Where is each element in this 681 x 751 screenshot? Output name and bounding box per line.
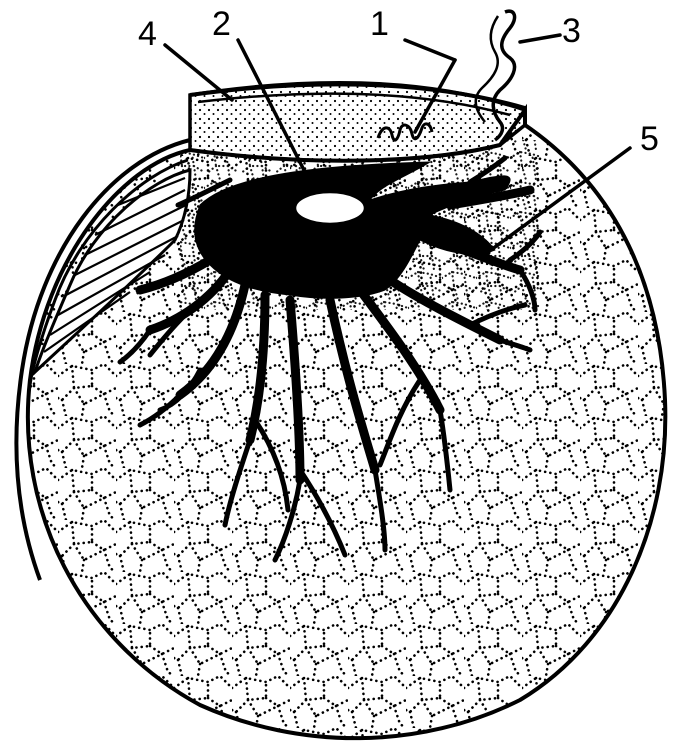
- callout-5: 5: [640, 120, 659, 158]
- callout-2: 2: [212, 5, 231, 43]
- germinal-cylinder: [190, 83, 525, 161]
- callout-4: 4: [138, 15, 157, 53]
- callout-3: 3: [562, 12, 581, 50]
- blastoderm-pale-spot: [295, 192, 365, 224]
- callout-1: 1: [370, 5, 389, 43]
